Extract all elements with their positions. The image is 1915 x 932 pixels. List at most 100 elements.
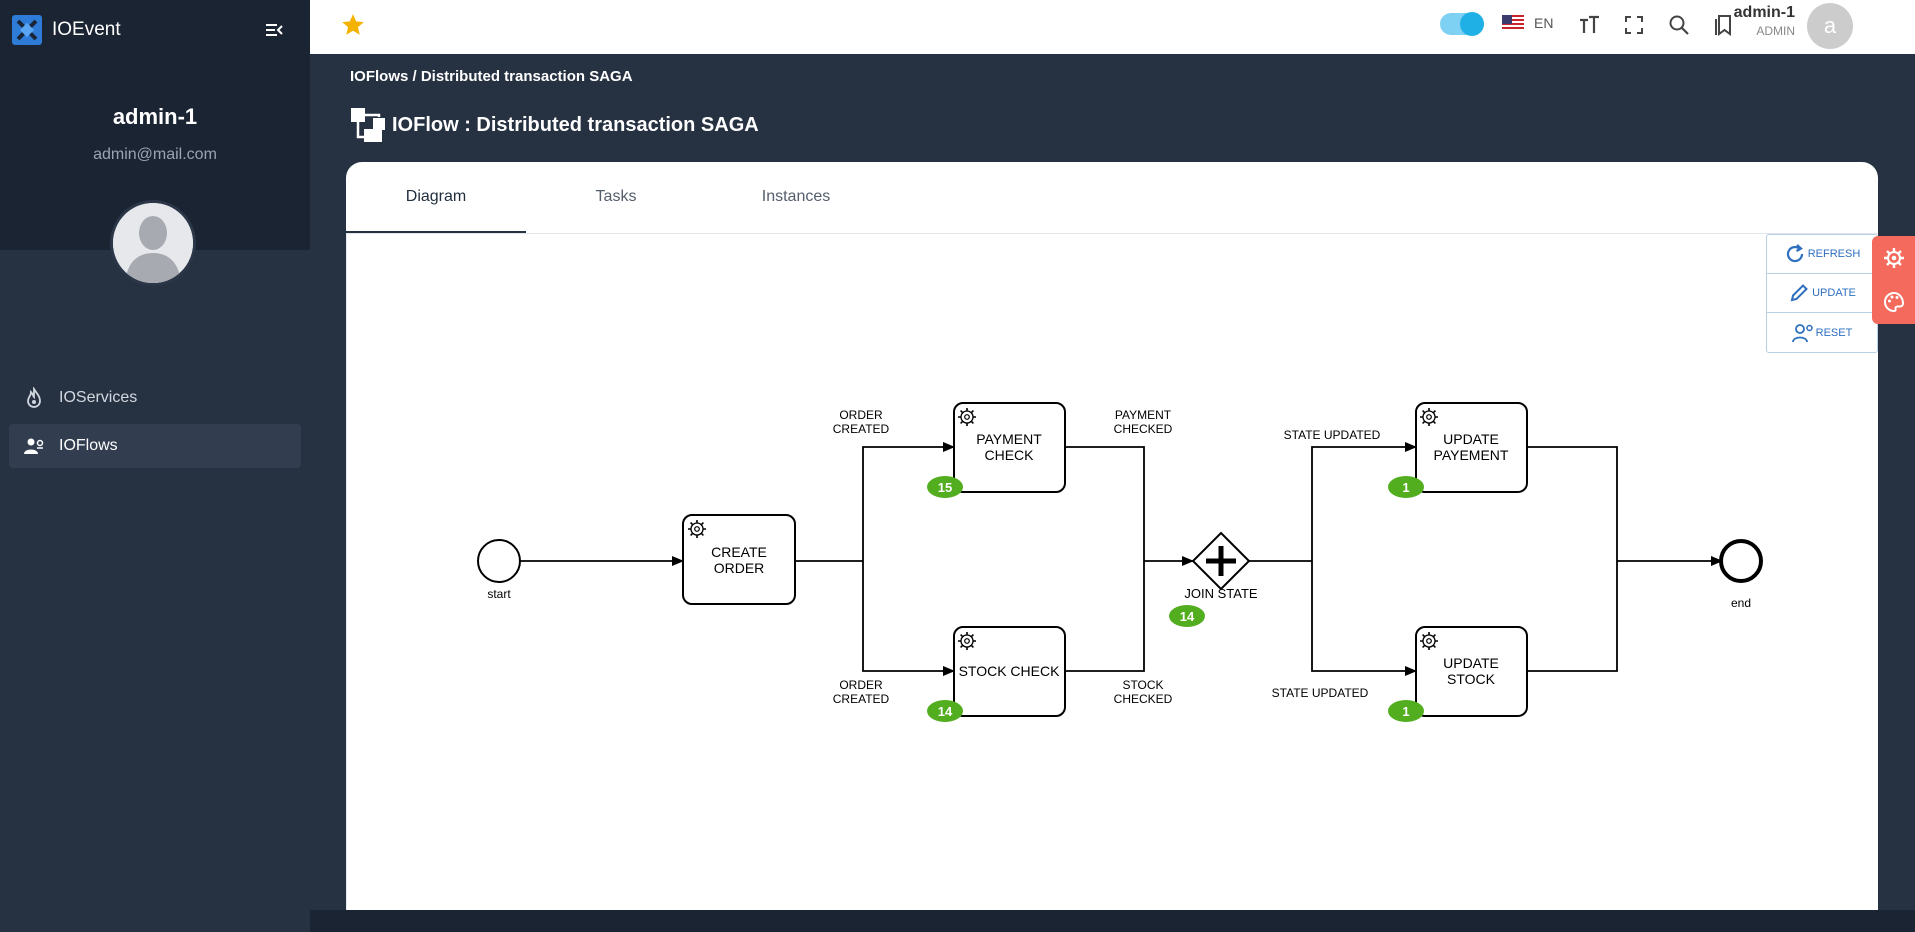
language-label[interactable]: EN bbox=[1534, 15, 1554, 31]
flow-order-created-bottom bbox=[862, 561, 955, 676]
toggle-knob bbox=[1460, 12, 1484, 36]
user-gear-icon bbox=[1791, 323, 1813, 342]
users-gear-icon bbox=[24, 438, 44, 454]
flow-update-stock-out bbox=[1527, 561, 1618, 672]
tab-diagram[interactable]: Diagram bbox=[346, 162, 526, 233]
search-icon[interactable] bbox=[1667, 13, 1691, 37]
user-avatar[interactable]: a bbox=[1807, 3, 1853, 49]
bpmn-diagram: start end CREATE ORDER PAYMENT CHECK bbox=[477, 402, 1763, 722]
task-stock-check: STOCK CHECK bbox=[953, 626, 1066, 717]
reset-label: RESET bbox=[1815, 326, 1853, 339]
flow-label-order-created-top-2: CREATED bbox=[833, 422, 890, 436]
breadcrumb: IOFlows / Distributed transaction SAGA bbox=[350, 68, 633, 85]
flow-card: Diagram Tasks Instances bbox=[346, 162, 1878, 910]
task-label-line1: UPDATE bbox=[1443, 655, 1499, 671]
flow-state-updated-top bbox=[1311, 442, 1417, 561]
badge-update-stock-count: 1 bbox=[1402, 704, 1409, 719]
task-label: STOCK CHECK bbox=[959, 663, 1061, 679]
menu-collapse-icon[interactable] bbox=[264, 20, 284, 40]
badge-payment-check-count: 15 bbox=[938, 480, 952, 495]
flow-label-order-created-bottom-1: ORDER bbox=[839, 678, 883, 692]
badge-payment-check bbox=[927, 476, 963, 498]
app-name: IOEvent bbox=[52, 19, 121, 40]
gear-icon bbox=[1883, 248, 1904, 268]
tab-tasks[interactable]: Tasks bbox=[595, 188, 637, 205]
flow-label-state-updated-top: STATE UPDATED bbox=[1284, 428, 1381, 442]
update-button[interactable]: UPDATE bbox=[1767, 274, 1877, 313]
task-label-line1: UPDATE bbox=[1443, 431, 1499, 447]
star-icon[interactable] bbox=[340, 12, 366, 38]
diagram-toolbar: REFRESH UPDATE RESET bbox=[1766, 234, 1878, 353]
palette-icon bbox=[1883, 291, 1904, 313]
flow-label-stock-checked-2: CHECKED bbox=[1114, 692, 1173, 706]
task-update-stock: UPDATE STOCK bbox=[1415, 626, 1528, 717]
tab-bar: Diagram Tasks Instances bbox=[346, 162, 1878, 234]
profile-avatar[interactable] bbox=[110, 200, 196, 286]
theme-toggle[interactable] bbox=[1440, 12, 1484, 36]
page-title: IOFlow : Distributed transaction SAGA bbox=[392, 113, 759, 136]
flow-label-payment-checked-1: PAYMENT bbox=[1115, 408, 1172, 422]
font-size-icon[interactable] bbox=[1577, 13, 1601, 37]
flow-label-stock-checked-1: STOCK bbox=[1122, 678, 1163, 692]
task-create-order: CREATE ORDER bbox=[682, 514, 796, 605]
page-title-row: IOFlow : Distributed transaction SAGA bbox=[350, 107, 759, 143]
footer-bar bbox=[310, 910, 1915, 932]
user-name: admin-1 bbox=[1733, 4, 1795, 21]
tab-instances[interactable]: Instances bbox=[761, 188, 831, 205]
user-silhouette-icon bbox=[113, 203, 193, 283]
flow-label-payment-checked-2: CHECKED bbox=[1114, 422, 1173, 436]
bpmn-canvas[interactable]: start end CREATE ORDER PAYMENT CHECK bbox=[346, 234, 1878, 910]
fullscreen-icon[interactable] bbox=[1622, 13, 1646, 37]
settings-button[interactable] bbox=[1872, 236, 1915, 280]
theme-palette-button[interactable] bbox=[1872, 280, 1915, 324]
sidebar-item-label: IOServices bbox=[59, 389, 138, 406]
user-menu[interactable]: admin-1 ADMIN bbox=[1705, 4, 1795, 38]
start-event bbox=[477, 539, 521, 583]
sidebar-item-label: IOFlows bbox=[59, 437, 118, 454]
task-label-line1: CREATE bbox=[711, 544, 767, 560]
pencil-icon bbox=[1790, 284, 1809, 302]
end-event bbox=[1719, 539, 1763, 583]
badge-join-state bbox=[1169, 605, 1205, 627]
refresh-label: REFRESH bbox=[1807, 248, 1861, 260]
brand: IOEvent bbox=[0, 0, 310, 60]
flow-update-payment-out bbox=[1527, 446, 1618, 561]
flow-diagram-icon bbox=[351, 108, 387, 142]
task-label-line2: CHECK bbox=[984, 447, 1034, 463]
refresh-button[interactable]: REFRESH bbox=[1767, 235, 1877, 274]
badge-stock-check-count: 14 bbox=[938, 704, 953, 719]
bookmarks-icon[interactable] bbox=[1711, 13, 1735, 37]
gateway-join-state: JOIN STATE bbox=[1184, 531, 1258, 601]
task-label-line2: STOCK bbox=[1447, 671, 1496, 687]
end-label: end bbox=[1731, 596, 1751, 610]
flow-state-updated-bottom bbox=[1311, 561, 1417, 676]
refresh-icon bbox=[1786, 244, 1803, 263]
reset-button[interactable]: RESET bbox=[1767, 313, 1877, 352]
badge-join-state-count: 14 bbox=[1180, 609, 1195, 624]
profile-email: admin@mail.com bbox=[93, 146, 217, 163]
task-label-line2: PAYEMENT bbox=[1434, 447, 1509, 463]
sidebar-item-ioflows[interactable]: IOFlows bbox=[9, 424, 301, 468]
start-label: start bbox=[487, 587, 511, 601]
settings-fab bbox=[1872, 236, 1915, 324]
flow-label-state-updated-bottom: STATE UPDATED bbox=[1272, 686, 1369, 700]
task-payment-check: PAYMENT CHECK bbox=[953, 402, 1066, 493]
flow-label-order-created-bottom-2: CREATED bbox=[833, 692, 890, 706]
flow-payment-checked bbox=[1065, 446, 1145, 561]
flow-label-order-created-top-1: ORDER bbox=[839, 408, 883, 422]
sidebar-item-ioservices[interactable]: IOServices bbox=[9, 376, 301, 420]
sidebar: IOEvent admin-1 admin@mail.com bbox=[0, 0, 310, 932]
update-label: UPDATE bbox=[1812, 287, 1856, 299]
task-update-payment: UPDATE PAYEMENT bbox=[1415, 402, 1528, 493]
sidebar-nav: IOServices IOFlows bbox=[0, 372, 310, 472]
flame-icon bbox=[27, 387, 41, 408]
us-flag-icon[interactable] bbox=[1502, 15, 1524, 31]
task-label-line1: PAYMENT bbox=[976, 431, 1042, 447]
badge-stock-check bbox=[927, 700, 963, 722]
topbar: EN admin-1 ADMIN a bbox=[310, 0, 1915, 54]
user-role: ADMIN bbox=[1756, 24, 1795, 38]
gateway-label: JOIN STATE bbox=[1184, 586, 1258, 601]
task-label-line2: ORDER bbox=[714, 560, 765, 576]
badge-update-payment-count: 1 bbox=[1402, 480, 1409, 495]
flow-stock-checked bbox=[1065, 561, 1145, 672]
